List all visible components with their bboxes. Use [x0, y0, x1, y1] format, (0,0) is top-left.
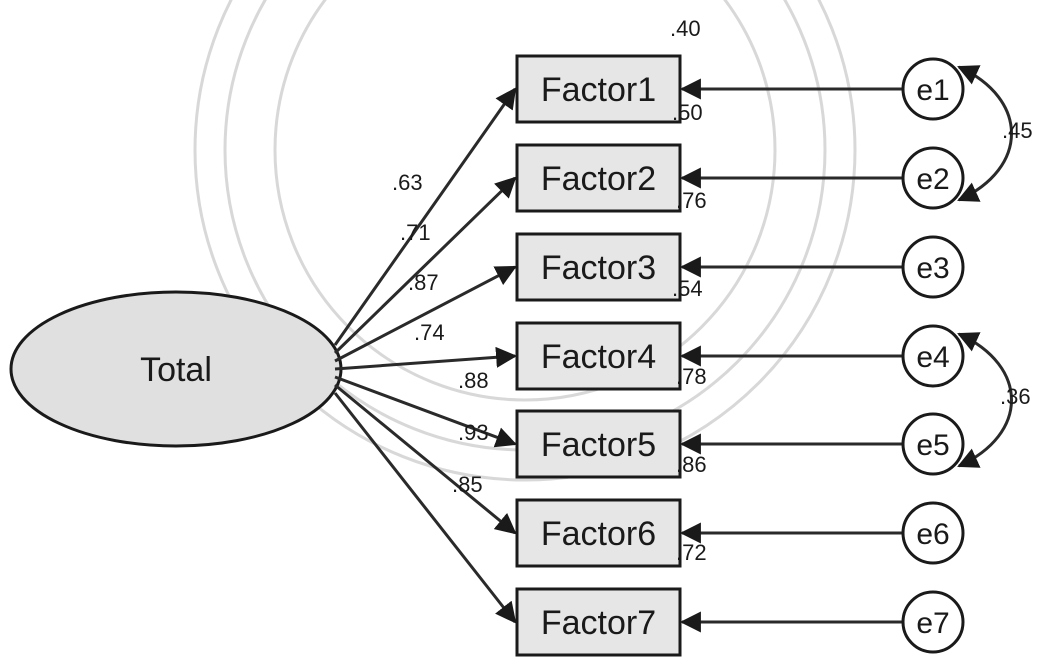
- factor-box-3: [515, 232, 682, 302]
- error-circle-e5: [901, 412, 965, 476]
- latent-label: Total: [140, 351, 212, 389]
- loading-path-7: [333, 392, 517, 624]
- error-label-e2: e2: [916, 163, 949, 196]
- factor-label-6: Factor6: [541, 515, 656, 553]
- nodes-layer: [515, 54, 965, 657]
- r2-value-7: .72: [676, 540, 707, 565]
- factor-box-1: [515, 54, 682, 124]
- loading-path-6: [334, 383, 517, 535]
- error-label-e3: e3: [916, 252, 949, 285]
- factor-label-4: Factor4: [541, 338, 656, 376]
- factor-label-5: Factor5: [541, 426, 656, 464]
- error-label-e1: e1: [916, 74, 949, 107]
- loading-value-4: .74: [414, 320, 445, 345]
- error-circle-e6: [901, 501, 965, 565]
- r2-value-2: .50: [672, 100, 703, 125]
- loading-value-2: .71: [400, 220, 431, 245]
- loading-value-1: .63: [392, 170, 423, 195]
- r2-value-1: .40: [670, 16, 701, 41]
- covariance-value-e4-e5: .36: [1000, 384, 1031, 409]
- loading-value-5: .88: [458, 368, 489, 393]
- error-circle-e2: [901, 146, 965, 210]
- loading-path-3: [334, 265, 517, 363]
- factor-label-3: Factor3: [541, 249, 656, 287]
- r2-value-3: .76: [676, 188, 707, 213]
- r2-value-4: .54: [672, 276, 703, 301]
- error-label-e5: e5: [916, 429, 949, 462]
- factor-label-2: Factor2: [541, 160, 656, 198]
- factor-label-1: Factor1: [541, 71, 656, 109]
- factor-box-6: [515, 498, 682, 568]
- factor-box-7: [515, 587, 682, 657]
- covariance-e4-e5: [957, 332, 1013, 468]
- loading-path-2: [333, 176, 517, 355]
- error-circle-e3: [901, 235, 965, 299]
- loading-value-3: .87: [408, 270, 439, 295]
- covariance-value-e1-e2: .45: [1002, 118, 1033, 143]
- error-label-e6: e6: [916, 518, 949, 551]
- r2-value-5: .78: [676, 364, 707, 389]
- loading-path-5: [334, 375, 517, 448]
- factor-box-4: [515, 321, 682, 391]
- error-circle-e7: [901, 590, 965, 654]
- loading-value-6: .93: [458, 420, 489, 445]
- error-circle-e1: [901, 57, 965, 121]
- loading-value-7: .85: [452, 472, 483, 497]
- factor-box-2: [515, 143, 682, 213]
- factor-box-5: [515, 409, 682, 479]
- error-label-e4: e4: [916, 341, 949, 374]
- error-label-e7: e7: [916, 607, 949, 640]
- factor-label-7: Factor7: [541, 604, 656, 642]
- covariance-e1-e2: [957, 65, 1013, 202]
- latent-total: Total: [9, 290, 343, 448]
- r2-value-6: .86: [676, 452, 707, 477]
- loading-path-4: [334, 346, 518, 371]
- loading-path-1: [333, 87, 517, 346]
- error-circle-e4: [901, 324, 965, 388]
- edges-layer: [333, 65, 1013, 633]
